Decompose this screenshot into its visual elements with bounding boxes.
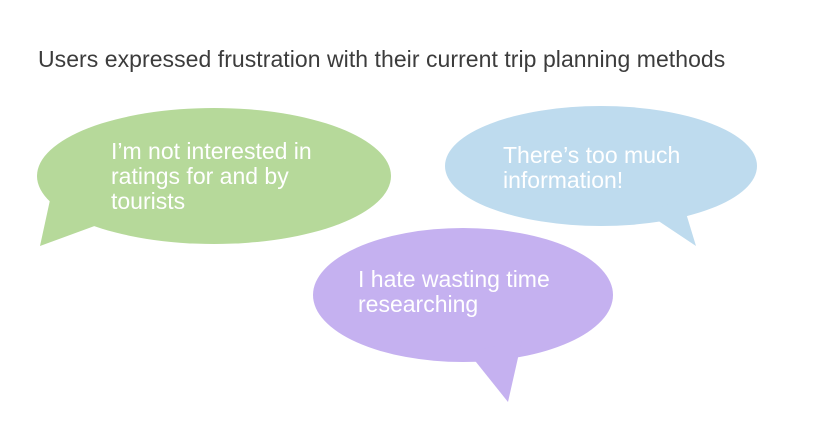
speech-bubble-left-line: I’m not interested in <box>111 138 312 164</box>
speech-bubble-bottom-text: I hate wasting time researching <box>358 267 550 317</box>
speech-bubble-right <box>445 106 757 246</box>
speech-bubble-right-line: information! <box>503 167 624 193</box>
speech-bubble-right-tail <box>645 200 696 246</box>
speech-bubble-left-text: I’m not interested in ratings for and by… <box>111 139 312 214</box>
speech-bubble-right-body <box>445 106 757 226</box>
speech-bubble-left-tail <box>40 200 100 246</box>
speech-bubble-bottom-tail <box>468 340 522 402</box>
speech-bubble-left-body <box>37 108 391 244</box>
speech-bubble-left-line: tourists <box>111 188 186 214</box>
page-title: Users expressed frustration with their c… <box>38 46 726 72</box>
speech-bubble-right-line: There’s too much <box>503 142 681 168</box>
speech-bubble-bottom-line: researching <box>358 291 479 317</box>
speech-bubble-bottom-body <box>313 228 613 362</box>
speech-bubble-left-line: ratings for and by <box>111 163 289 189</box>
speech-bubble-left <box>37 108 391 246</box>
speech-bubble-bottom <box>313 228 613 402</box>
speech-bubble-bottom-line: I hate wasting time <box>358 266 550 292</box>
speech-bubble-right-text: There’s too much information! <box>503 143 680 193</box>
